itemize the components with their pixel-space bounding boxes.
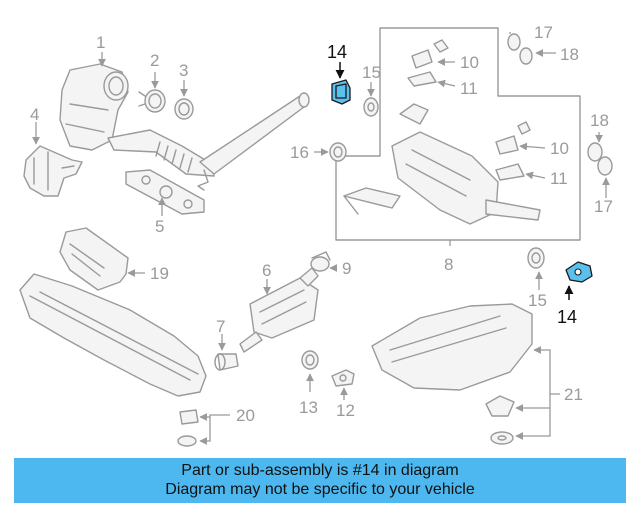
rear-heat-shield-drawing xyxy=(371,303,533,445)
parts-17-18-drawing xyxy=(507,33,613,176)
callout-20: 20 xyxy=(236,406,255,425)
callout-18-lower: 18 xyxy=(590,111,609,130)
mount-12-drawing xyxy=(331,369,355,387)
flange-gasket-drawing xyxy=(125,169,205,215)
callout-13: 13 xyxy=(299,398,318,417)
callout-1: 1 xyxy=(96,33,105,52)
clamp-drawing xyxy=(138,89,166,113)
callout-21: 21 xyxy=(564,385,583,404)
catalytic-converter-drawing xyxy=(59,63,310,191)
callout-5: 5 xyxy=(155,217,164,236)
underbody-heat-shield-drawing xyxy=(19,273,207,397)
center-muffler-drawing xyxy=(239,267,319,353)
callout-14-upper: 14 xyxy=(327,42,347,62)
callout-10-upper: 10 xyxy=(460,53,479,72)
callout-12: 12 xyxy=(336,401,355,420)
callout-15-upper: 15 xyxy=(362,63,381,82)
callout-7: 7 xyxy=(216,317,225,336)
callout-11-lower: 11 xyxy=(550,169,568,188)
hanger-13-drawing xyxy=(301,350,319,370)
callout-10-lower: 10 xyxy=(550,139,569,158)
part-14-lower-highlight xyxy=(565,261,593,283)
banner-line-1: Part or sub-assembly is #14 in diagram xyxy=(181,462,459,479)
rubber-hangers-drawing xyxy=(329,97,545,269)
callout-11-upper: 11 xyxy=(460,79,478,98)
banner-line-2: Diagram may not be specific to your vehi… xyxy=(165,481,475,498)
washers-20-drawing xyxy=(177,409,199,447)
callout-18-upper: 18 xyxy=(560,45,579,64)
callout-14-lower: 14 xyxy=(557,307,577,327)
callout-4: 4 xyxy=(30,105,39,124)
bracket-drawing xyxy=(23,145,83,197)
callout-2: 2 xyxy=(150,51,159,70)
part-info-banner: Part or sub-assembly is #14 in diagram D… xyxy=(14,458,626,503)
leader-lines xyxy=(32,32,610,445)
callout-9: 9 xyxy=(342,259,351,278)
callout-19: 19 xyxy=(150,264,169,283)
pipe-end-drawing xyxy=(214,353,239,371)
hardware-10-11-drawing xyxy=(407,39,531,181)
rear-muffler-assembly-drawing xyxy=(335,27,581,241)
part-14-upper-highlight xyxy=(331,79,351,105)
callout-15-lower: 15 xyxy=(528,291,547,310)
callout-6: 6 xyxy=(262,261,271,280)
pipe-clamp-drawing xyxy=(310,251,331,272)
gasket-drawing xyxy=(174,98,194,120)
exhaust-parts-diagram: 1 2 3 4 5 6 7 8 9 10 10 11 11 12 13 14 1… xyxy=(19,23,613,447)
callout-17-upper: 17 xyxy=(534,23,553,42)
callout-16: 16 xyxy=(290,143,309,162)
callout-3: 3 xyxy=(179,61,188,80)
callout-17-lower: 17 xyxy=(594,197,613,216)
heat-shield-drawing xyxy=(59,227,129,291)
callout-8: 8 xyxy=(444,255,453,274)
